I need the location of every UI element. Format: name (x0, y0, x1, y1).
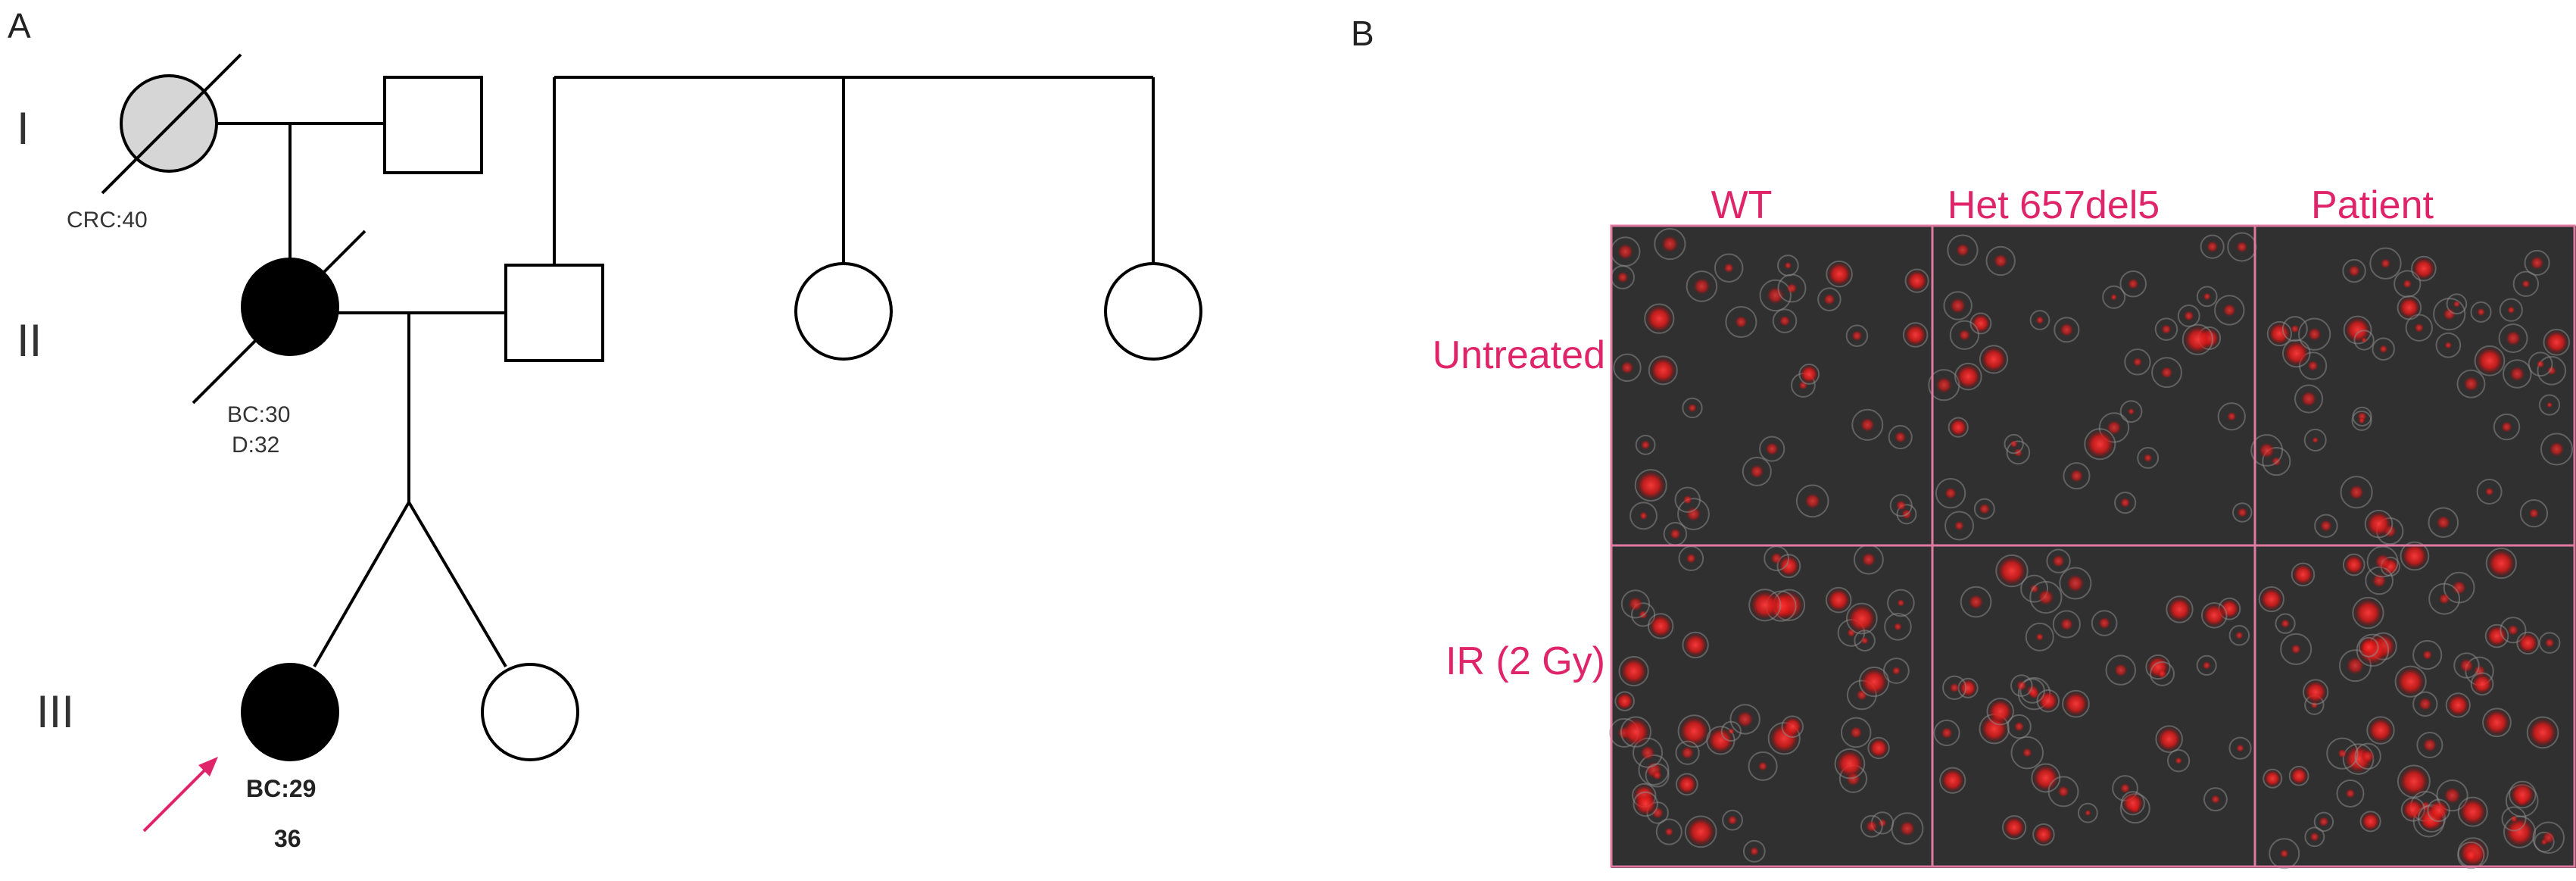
microscopy-panel: B WT Het 657del5 Patient Untreated IR (2… (1351, 14, 2576, 870)
gen2-female-note-1: BC:30 (227, 402, 290, 427)
deceased-slash (192, 230, 366, 405)
row-label-ir: IR (2 Gy) (1445, 639, 1605, 683)
gen2-male (504, 264, 604, 362)
gen1-female-deceased (120, 74, 218, 173)
proband-note-1: BC:29 (246, 775, 316, 802)
column-label-het: Het 657del5 (1948, 183, 2160, 227)
gen2-female-unaffected (794, 262, 893, 361)
proband-female-affected (241, 663, 339, 761)
generation-ii-label: II (17, 315, 42, 366)
panel-b-label: B (1351, 14, 1374, 53)
image-grid-borders (1610, 224, 2576, 868)
proband-note-2: 36 (274, 825, 301, 852)
proband-arrow (142, 757, 218, 833)
gen2-female-unaffected (1104, 262, 1202, 361)
twin-line (313, 501, 410, 667)
column-label-wt: WT (1711, 183, 1773, 227)
generation-iii-label: III (36, 686, 74, 737)
deceased-slash (101, 53, 242, 195)
gen1-male (383, 76, 483, 174)
gen3-female-unaffected (481, 663, 579, 761)
panel-a-label: A (8, 6, 31, 45)
gen1-female-note: CRC:40 (67, 208, 148, 233)
pedigree-panel: A I II III CRC:40 BC:30 D:32 BC:29 36 (8, 6, 1202, 852)
gen2-female-note-2: D:32 (232, 433, 279, 458)
generation-i-label: I (17, 103, 30, 154)
cell-images (1609, 227, 2574, 870)
row-label-untreated: Untreated (1433, 333, 1605, 377)
twin-line (407, 501, 507, 668)
column-label-patient: Patient (2311, 183, 2434, 227)
